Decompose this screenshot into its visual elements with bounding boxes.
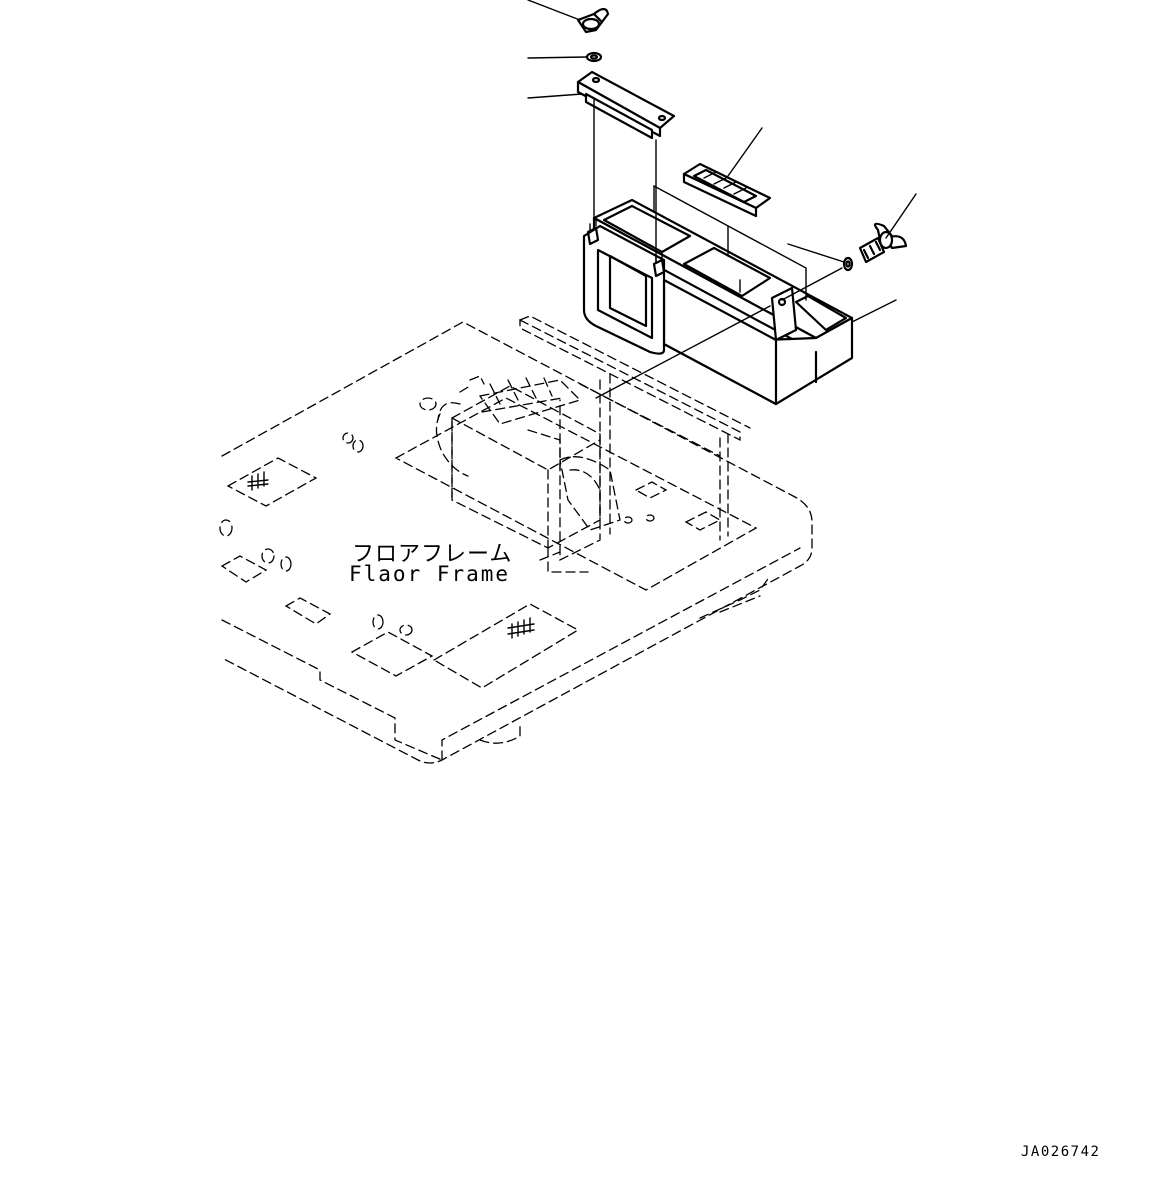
floor-frame-outline	[219, 315, 813, 764]
washer-top	[585, 51, 603, 63]
floor-frame-label-jp: フロアフレーム	[352, 542, 513, 567]
cover-plate	[576, 70, 676, 140]
wing-bolt-right	[858, 222, 908, 264]
heater-unit-outline	[435, 375, 621, 549]
duct-box	[582, 185, 854, 406]
drawing-number: JA026742	[1021, 1144, 1101, 1160]
washer-right	[842, 256, 854, 272]
louver-grille	[682, 162, 772, 218]
wing-nut-top	[576, 7, 610, 34]
floor-frame-label-en: Flaor Frame	[349, 562, 511, 586]
leader-lines	[527, 0, 917, 323]
assembly-lines	[593, 99, 843, 399]
